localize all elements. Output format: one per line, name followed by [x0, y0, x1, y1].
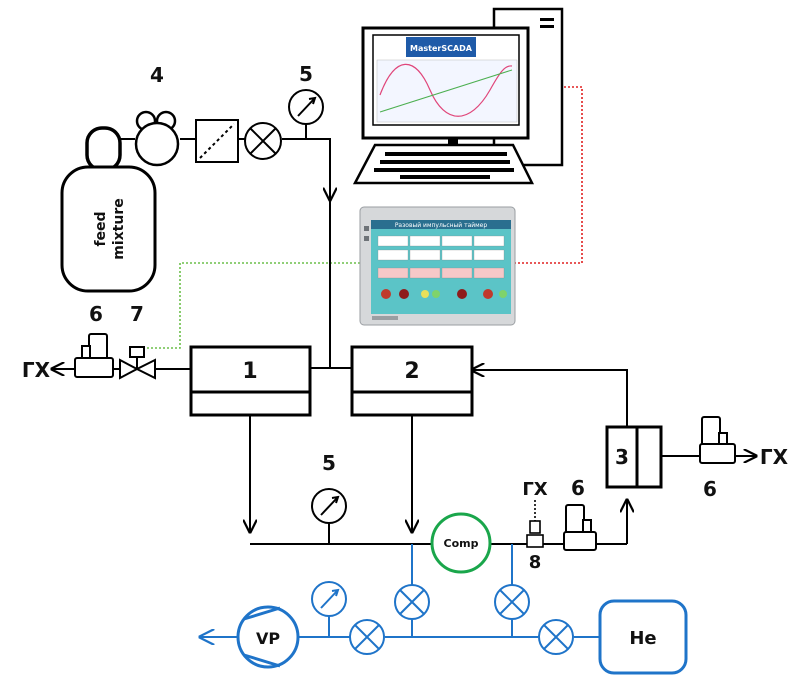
pressure-gauge-middle [311, 488, 347, 524]
vacuum-valve-upper-left [394, 584, 430, 620]
compressor: Comp [430, 512, 492, 574]
signal-line-red [515, 86, 583, 264]
vacuum-valve-lower-right [538, 619, 574, 655]
feed-mixture-cylinder: feed mixture [60, 126, 157, 293]
unit-3-label: 3 [615, 445, 629, 469]
pressure-gauge-top [288, 89, 324, 125]
unit-2-label: 2 [404, 359, 419, 384]
flowmeter-left [74, 333, 114, 378]
vacuum-piping [200, 544, 600, 637]
exhaust-left: ГХ [22, 358, 51, 382]
main-piping [52, 123, 756, 545]
label-gauge-middle: 5 [322, 451, 336, 475]
cylinder-label-line2: mixture [111, 198, 127, 259]
unit-1: 1 [189, 345, 312, 417]
label-regulator: 4 [150, 63, 164, 87]
label-flowmeter-right: 6 [703, 477, 717, 501]
unit-1-label: 1 [242, 359, 257, 384]
exhaust-tee: ГХ [522, 479, 547, 500]
helium-label: He [629, 628, 656, 649]
vacuum-pump: VP [236, 605, 300, 669]
hmi-panel: Разовый импульсный таймер [359, 206, 516, 326]
unit-3: 3 [605, 425, 663, 489]
computer: MasterSCADA [352, 7, 564, 185]
vacuum-valve-upper-right [494, 584, 530, 620]
helium-cylinder: He [598, 599, 688, 675]
label-flowmeter-left: 6 [89, 302, 103, 326]
flowmeter-middle [563, 504, 597, 551]
valve-left [119, 346, 156, 380]
exhaust-right: ГХ [760, 445, 789, 469]
label-tee: 8 [529, 552, 542, 573]
filter [195, 119, 239, 163]
vacuum-valve-lower-left [349, 619, 385, 655]
vacuum-pump-label: VP [256, 629, 280, 648]
cylinder-label-line1: feed [93, 211, 109, 246]
pressure-regulator [134, 110, 180, 167]
label-valve-left: 7 [130, 302, 144, 326]
flowmeter-right [699, 416, 736, 464]
valve-top [244, 122, 282, 160]
signal-line-green [145, 262, 360, 349]
label-gauge-top: 5 [299, 62, 313, 86]
scada-brand: MasterSCADA [410, 44, 473, 53]
hmi-title: Разовый импульсный таймер [395, 222, 488, 229]
compressor-label: Comp [444, 537, 479, 550]
tee [526, 520, 544, 548]
unit-2: 2 [350, 345, 474, 417]
label-flowmeter-middle: 6 [571, 476, 585, 500]
vacuum-gauge [311, 581, 347, 617]
